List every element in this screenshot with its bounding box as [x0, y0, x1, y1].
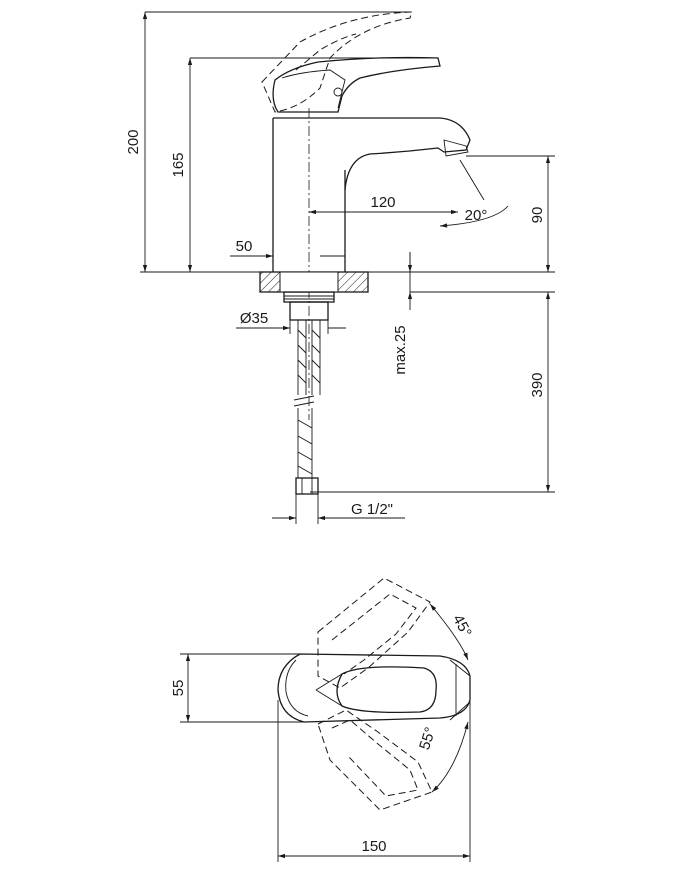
dim-height-total: 200	[125, 129, 142, 154]
dim-max-thickness: max.25	[392, 325, 409, 374]
top-view: 55 150 45° 55°	[170, 577, 475, 862]
dim-thread-diameter: Ø35	[240, 310, 268, 327]
dim-handle-angle-down: 55°	[416, 725, 439, 752]
dim-hose-length: 390	[529, 372, 546, 397]
dim-handle-angle-up: 45°	[449, 612, 475, 640]
spout-outline	[344, 117, 471, 191]
handle-rotated-up-outline	[317, 577, 431, 689]
dim-body-diameter: 50	[236, 238, 253, 255]
dim-top-length: 150	[361, 838, 386, 855]
dim-spout-height: 90	[529, 207, 546, 224]
dim-spout-reach: 120	[370, 194, 395, 211]
handle-rotated-down-outline	[317, 709, 433, 811]
side-view: 200 165 120 20° 90 50 Ø35 max.25 390 G 1…	[125, 11, 555, 524]
handle-raised-outline	[261, 11, 413, 113]
dim-top-width: 55	[170, 680, 187, 697]
dim-height-spout-top: 165	[170, 152, 187, 177]
dim-spout-angle: 20°	[465, 207, 488, 224]
top-body-outline	[277, 653, 471, 723]
handle-outline	[272, 56, 441, 113]
dim-hose-connection: G 1/2"	[351, 501, 393, 518]
